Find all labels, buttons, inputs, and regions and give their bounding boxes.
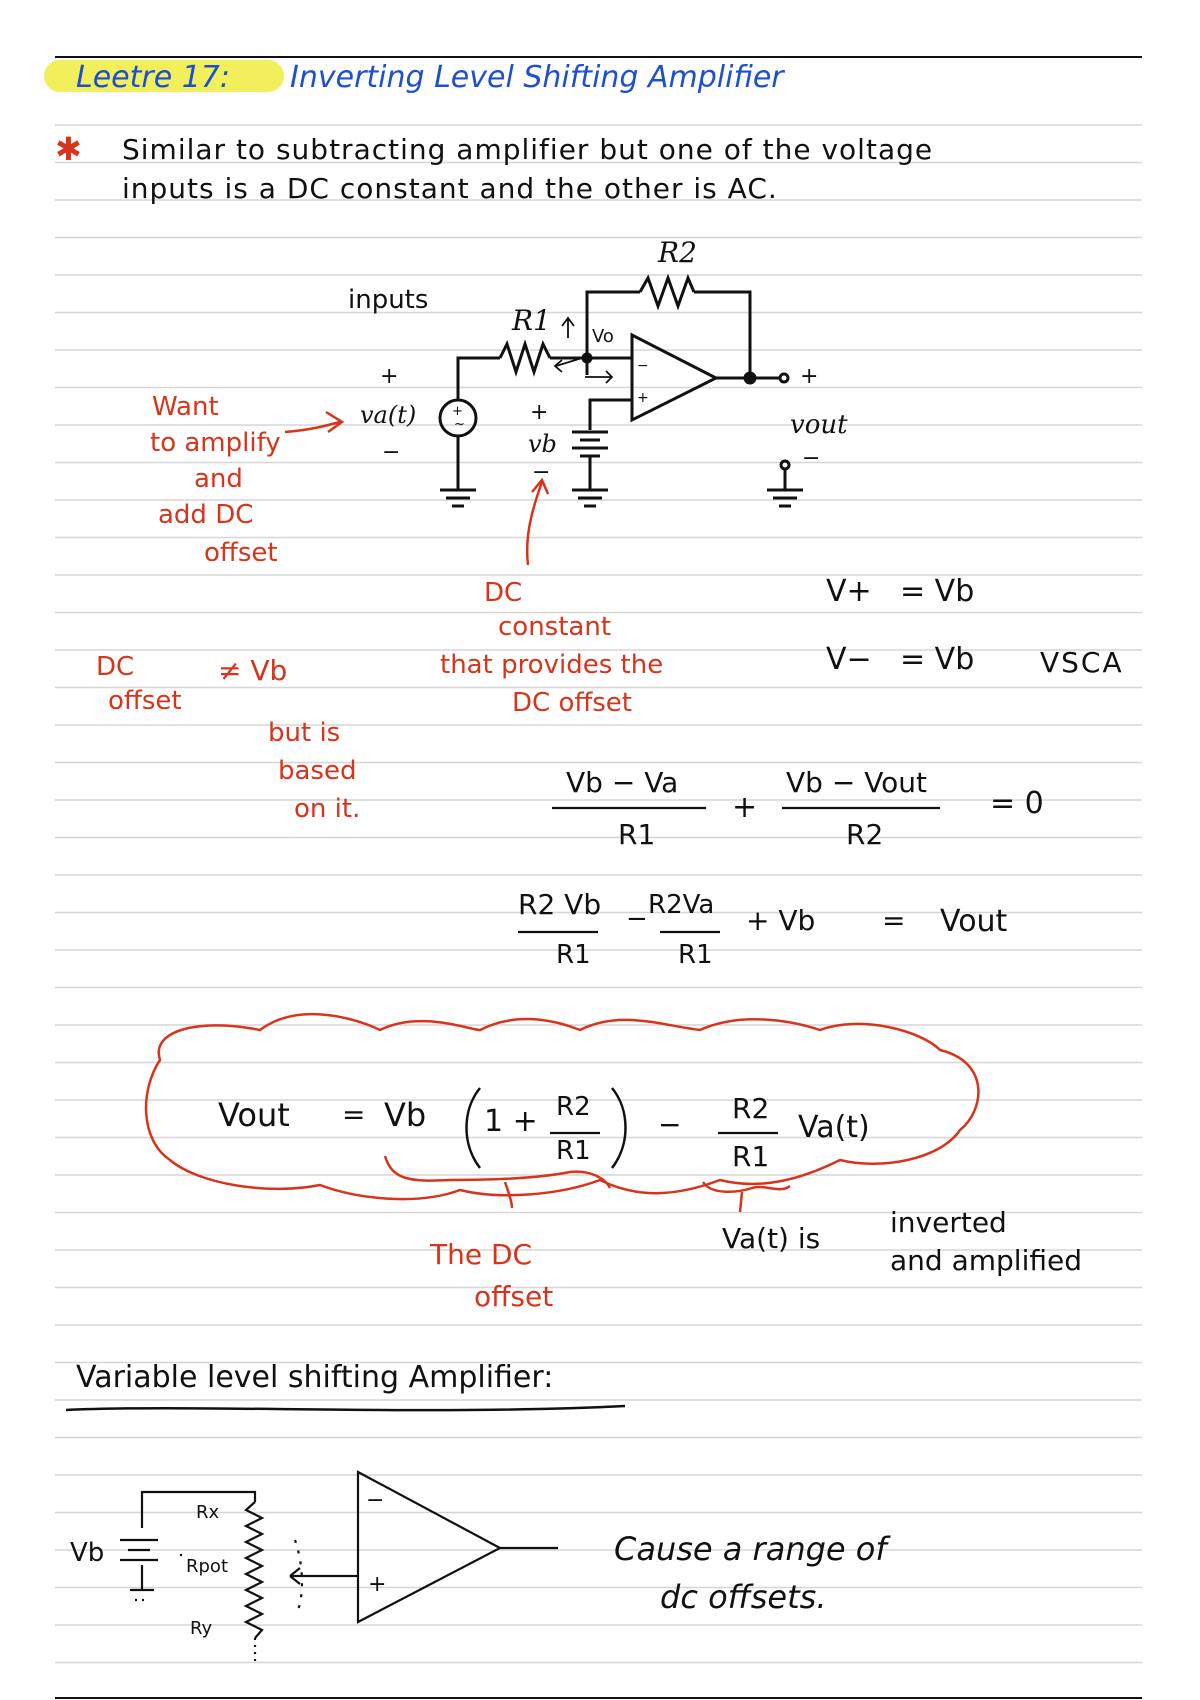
boxed-r1b: R1 [732, 1140, 770, 1173]
section2-opamp-minus: − [366, 1488, 385, 1513]
note-want-5: offset [204, 538, 278, 568]
note-dc-offset-2: offset [108, 686, 182, 716]
kcl-equals-zero: = 0 [990, 786, 1044, 821]
kcl-numerator-2: Vb − Vout [786, 766, 928, 799]
va-label: va(t) [360, 401, 417, 429]
ruled-lines [55, 124, 1142, 1664]
sol-plus-vb: + Vb [746, 904, 816, 937]
vo-label: Vo [592, 326, 614, 347]
resistor-r1 [498, 339, 552, 377]
r2-label: R2 [658, 236, 697, 269]
kcl-denominator-1: R1 [618, 818, 656, 851]
section2-ry: Ry [190, 1618, 213, 1639]
section2-vb: Vb [70, 1538, 105, 1568]
intro-line-2: inputs is a DC constant and the other is… [122, 172, 778, 205]
sol-denominator-2: R1 [678, 940, 713, 970]
note-want-4: add DC [158, 500, 254, 530]
svg-text:~: ~ [454, 417, 465, 432]
annotation-inverted-2: inverted [890, 1206, 1007, 1239]
annotation-dc-offset-2: offset [474, 1280, 554, 1313]
kcl-numerator-1: Vb − Va [566, 766, 679, 799]
sol-denominator-1: R1 [556, 940, 591, 970]
lecture-number: Leetre 17: [76, 60, 230, 95]
eq-vminus-lhs: V− [826, 642, 872, 677]
circuit-level-shifter [438, 273, 803, 508]
note-want-3: and [194, 464, 243, 494]
section2-underline [65, 1404, 626, 1412]
kcl-plus: + [732, 790, 758, 825]
section2-opamp-plus: + [368, 1572, 387, 1597]
note-dc-constant-1: DC [484, 578, 523, 608]
sol-minus: − [626, 904, 648, 934]
boxed-one-plus: 1 + [484, 1104, 538, 1139]
note-but-is-3: on it. [294, 794, 361, 824]
resistor-r2 [638, 273, 696, 311]
sol-numerator-1: R2 Vb [518, 888, 602, 921]
page-title: Inverting Level Shifting Amplifier [290, 60, 784, 95]
va-minus: − [382, 440, 401, 465]
arrow-want [284, 410, 345, 434]
boxed-r1: R1 [556, 1136, 591, 1166]
op-amp-1 [630, 332, 720, 423]
section2-note-2: dc offsets. [660, 1578, 827, 1616]
boxed-r2b: R2 [732, 1092, 770, 1125]
boxed-vout: Vout [218, 1096, 290, 1134]
note-dc-constant-4: DC offset [512, 688, 632, 718]
r1-label: R1 [512, 304, 551, 337]
resistor-chain [243, 1501, 265, 1639]
vb-plus: + [530, 400, 549, 425]
section2-rpot: Rpot [186, 1556, 229, 1577]
vout-label: vout [790, 410, 848, 440]
note-but-is-1: but is [268, 718, 341, 748]
eq-vsca: VSCA [1040, 646, 1124, 679]
note-neq-vb: ≠ Vb [218, 654, 288, 687]
va-plus: + [380, 364, 399, 389]
note-want-2: to amplify [150, 428, 281, 458]
sol-equals: = [882, 904, 906, 937]
circuit-variable-shifter [120, 1470, 558, 1665]
eq-vplus-lhs: V+ [826, 574, 872, 609]
svg-text:+: + [637, 390, 649, 406]
svg-text:−: − [637, 358, 649, 374]
annotation-dc-offset-1: The DC [430, 1238, 533, 1271]
eq-vplus-rhs: = Vb [900, 574, 975, 609]
arrow-dc-constant [525, 477, 550, 566]
annotation-inverted-1: Va(t) is [722, 1222, 821, 1255]
note-want-1: Want [152, 392, 219, 422]
op-amp-2 [356, 1470, 503, 1624]
inputs-caption: inputs [348, 285, 429, 315]
bracket-va [701, 1181, 791, 1213]
boxed-minus: − [658, 1108, 682, 1141]
note-dc-constant-2: constant [498, 612, 612, 642]
annotation-inverted-3: and amplified [890, 1244, 1082, 1277]
sol-numerator-2: R2Va [648, 890, 715, 920]
note-dc-offset-1: DC [96, 652, 135, 682]
section2-rx: Rx [196, 1502, 220, 1523]
eq-vminus-rhs: = Vb [900, 642, 975, 677]
vb-label: vb [528, 430, 557, 458]
boxed-vat: Va(t) [798, 1110, 870, 1145]
note-dc-constant-3: that provides the [440, 650, 664, 680]
vout-plus: + [800, 364, 819, 389]
vb-minus: − [532, 460, 551, 485]
bullet-star: ✱ [55, 130, 82, 168]
sol-rhs: Vout [940, 904, 1008, 939]
section2-note-1: Cause a range of [614, 1530, 887, 1568]
svg-text:+: + [452, 404, 463, 419]
section2-title: Variable level shifting Amplifier: [76, 1360, 554, 1395]
kcl-denominator-2: R2 [846, 818, 884, 851]
note-but-is-2: based [278, 756, 357, 786]
boxed-vb: Vb [384, 1096, 427, 1134]
intro-line-1: Similar to subtracting amplifier but one… [122, 133, 934, 166]
title-highlight [44, 60, 284, 92]
boxed-r2: R2 [556, 1092, 591, 1122]
boxed-equals: = [342, 1098, 366, 1131]
vout-minus: − [802, 446, 821, 471]
cloud-outline [144, 1012, 980, 1201]
bracket-dc-offset [383, 1155, 612, 1209]
